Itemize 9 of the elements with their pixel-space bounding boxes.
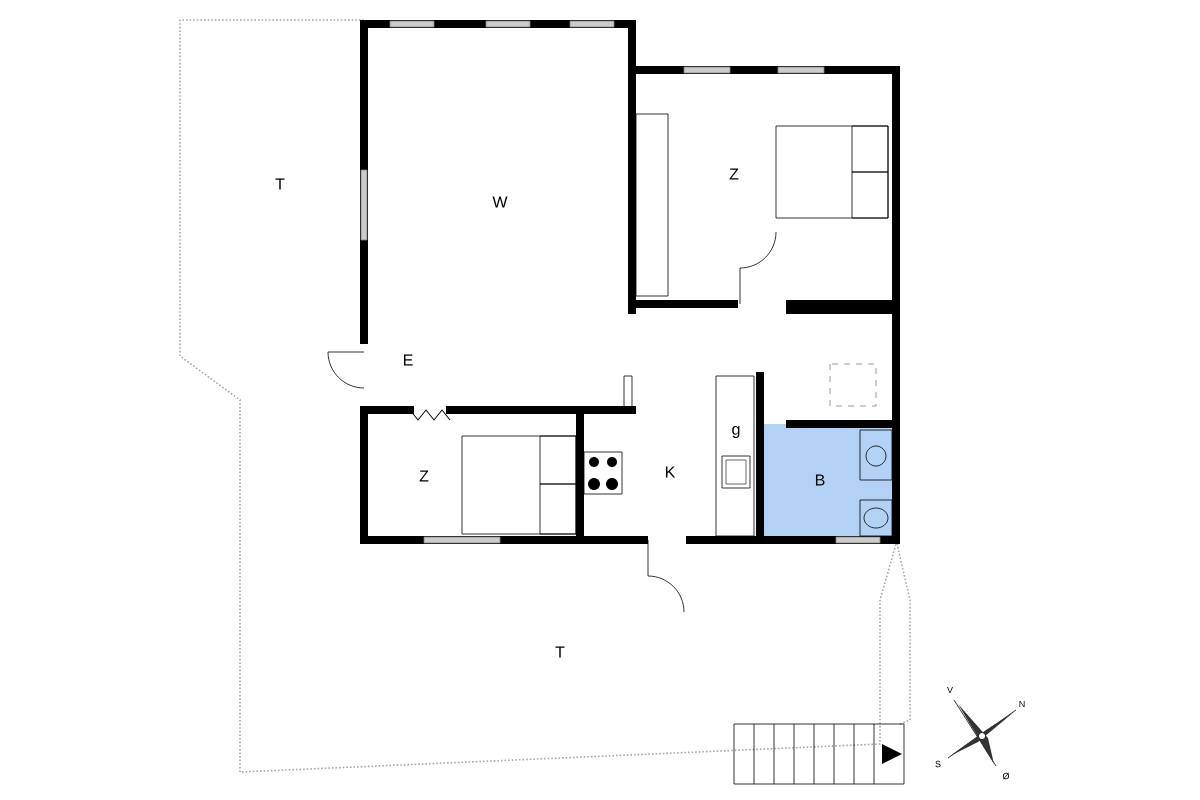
- room-label: K: [666, 466, 676, 478]
- room-label: g: [732, 426, 740, 438]
- room-label: B: [816, 474, 825, 486]
- room-label: W: [492, 196, 508, 208]
- room-label: T: [555, 646, 565, 658]
- room-label: Z: [419, 470, 429, 482]
- room-label: T: [275, 178, 285, 190]
- room-label: Z: [729, 168, 739, 180]
- room-label: E: [404, 354, 413, 366]
